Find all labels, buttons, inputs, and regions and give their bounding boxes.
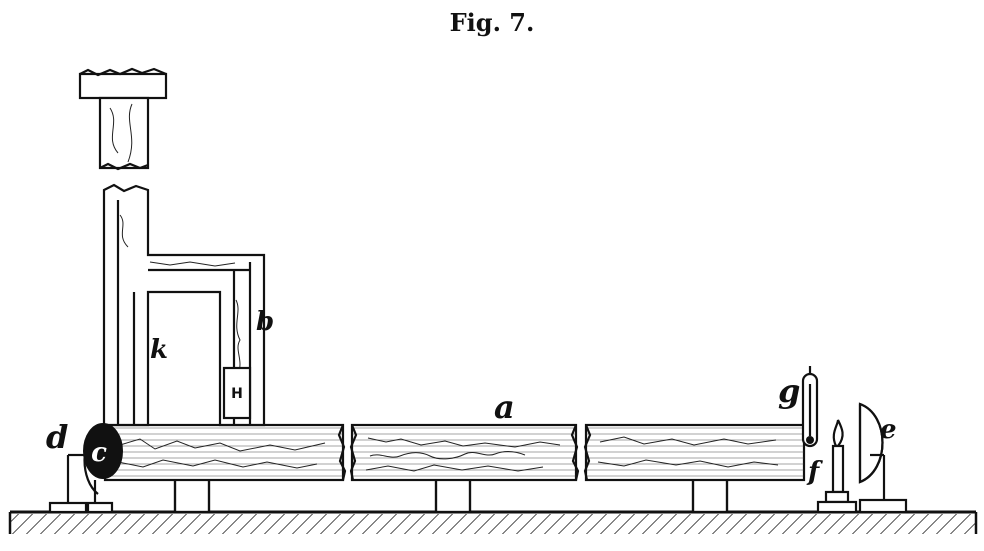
beam-a [103, 423, 806, 482]
label-a: a [494, 388, 515, 426]
figure-title: Fig. 7. [449, 8, 535, 37]
label-c: c [91, 438, 107, 468]
chimney-k [78, 67, 266, 427]
label-f: f [806, 457, 823, 487]
label-k: k [150, 335, 168, 365]
support-blocks [173, 475, 729, 514]
lamp-f [816, 419, 858, 514]
label-g: g [778, 372, 800, 410]
box-h: H [222, 366, 252, 420]
label-h: H [231, 386, 243, 402]
screen-e [858, 402, 908, 514]
label-b: b [256, 307, 274, 337]
base-board [8, 510, 978, 534]
thermometer-g [801, 366, 819, 448]
label-d: d [46, 418, 68, 456]
label-e: e [880, 415, 897, 445]
disc-c-assembly: c [48, 423, 123, 514]
